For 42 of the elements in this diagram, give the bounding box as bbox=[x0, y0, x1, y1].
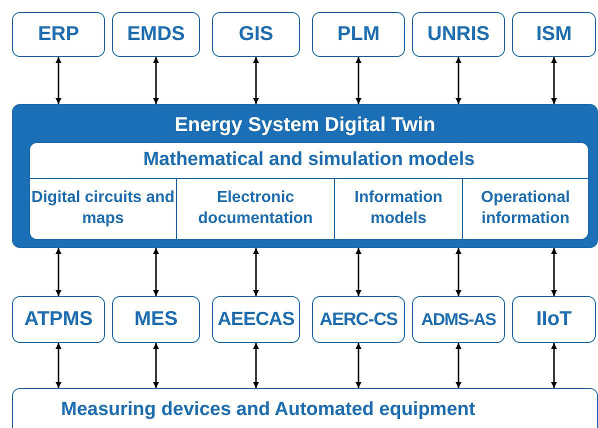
double-arrow bbox=[356, 343, 362, 388]
system-box: GIS bbox=[212, 12, 300, 57]
panel-title: Energy System Digital Twin bbox=[174, 114, 436, 137]
system-box: AERC-CS bbox=[312, 296, 405, 343]
double-arrow bbox=[551, 57, 557, 104]
double-arrow bbox=[153, 57, 159, 104]
digital-twin-panel bbox=[12, 104, 598, 248]
model-cell bbox=[462, 178, 588, 239]
system-box: EMDS bbox=[112, 12, 200, 57]
double-arrow bbox=[253, 343, 259, 388]
double-arrow bbox=[253, 57, 259, 104]
double-arrow bbox=[456, 57, 462, 104]
double-arrow bbox=[456, 248, 462, 296]
double-arrow bbox=[153, 343, 159, 388]
double-arrow bbox=[56, 343, 62, 388]
box-label: Measuring devices and Automated equipment bbox=[61, 399, 476, 421]
double-arrow bbox=[456, 343, 462, 388]
double-arrow bbox=[551, 248, 557, 296]
system-box: ATPMS bbox=[12, 296, 105, 343]
system-box: AEECAS bbox=[212, 296, 300, 343]
system-box: ADMS-AS bbox=[412, 296, 505, 343]
double-arrow bbox=[253, 248, 259, 296]
cell-text: Electronic documentation bbox=[197, 188, 314, 229]
cell-text: Information models bbox=[354, 188, 444, 229]
cell-text: Digital circuits and maps bbox=[30, 188, 176, 229]
model-cell bbox=[334, 178, 462, 239]
cell-text: Operational information bbox=[480, 188, 571, 229]
double-arrow bbox=[356, 57, 362, 104]
system-box: UNRIS bbox=[412, 12, 505, 57]
double-arrow bbox=[153, 248, 159, 296]
system-box: ERP bbox=[12, 12, 105, 57]
double-arrow bbox=[356, 248, 362, 296]
system-box: ISM bbox=[512, 12, 596, 57]
panel-heading: Mathematical and simulation models bbox=[142, 149, 476, 171]
system-box: IIoT bbox=[512, 296, 596, 343]
system-box: MES bbox=[112, 296, 200, 343]
system-box: PLM bbox=[312, 12, 405, 57]
double-arrow bbox=[56, 248, 62, 296]
model-cell bbox=[176, 178, 334, 239]
models-panel bbox=[30, 143, 588, 239]
double-arrow bbox=[551, 343, 557, 388]
double-arrow bbox=[56, 57, 62, 104]
